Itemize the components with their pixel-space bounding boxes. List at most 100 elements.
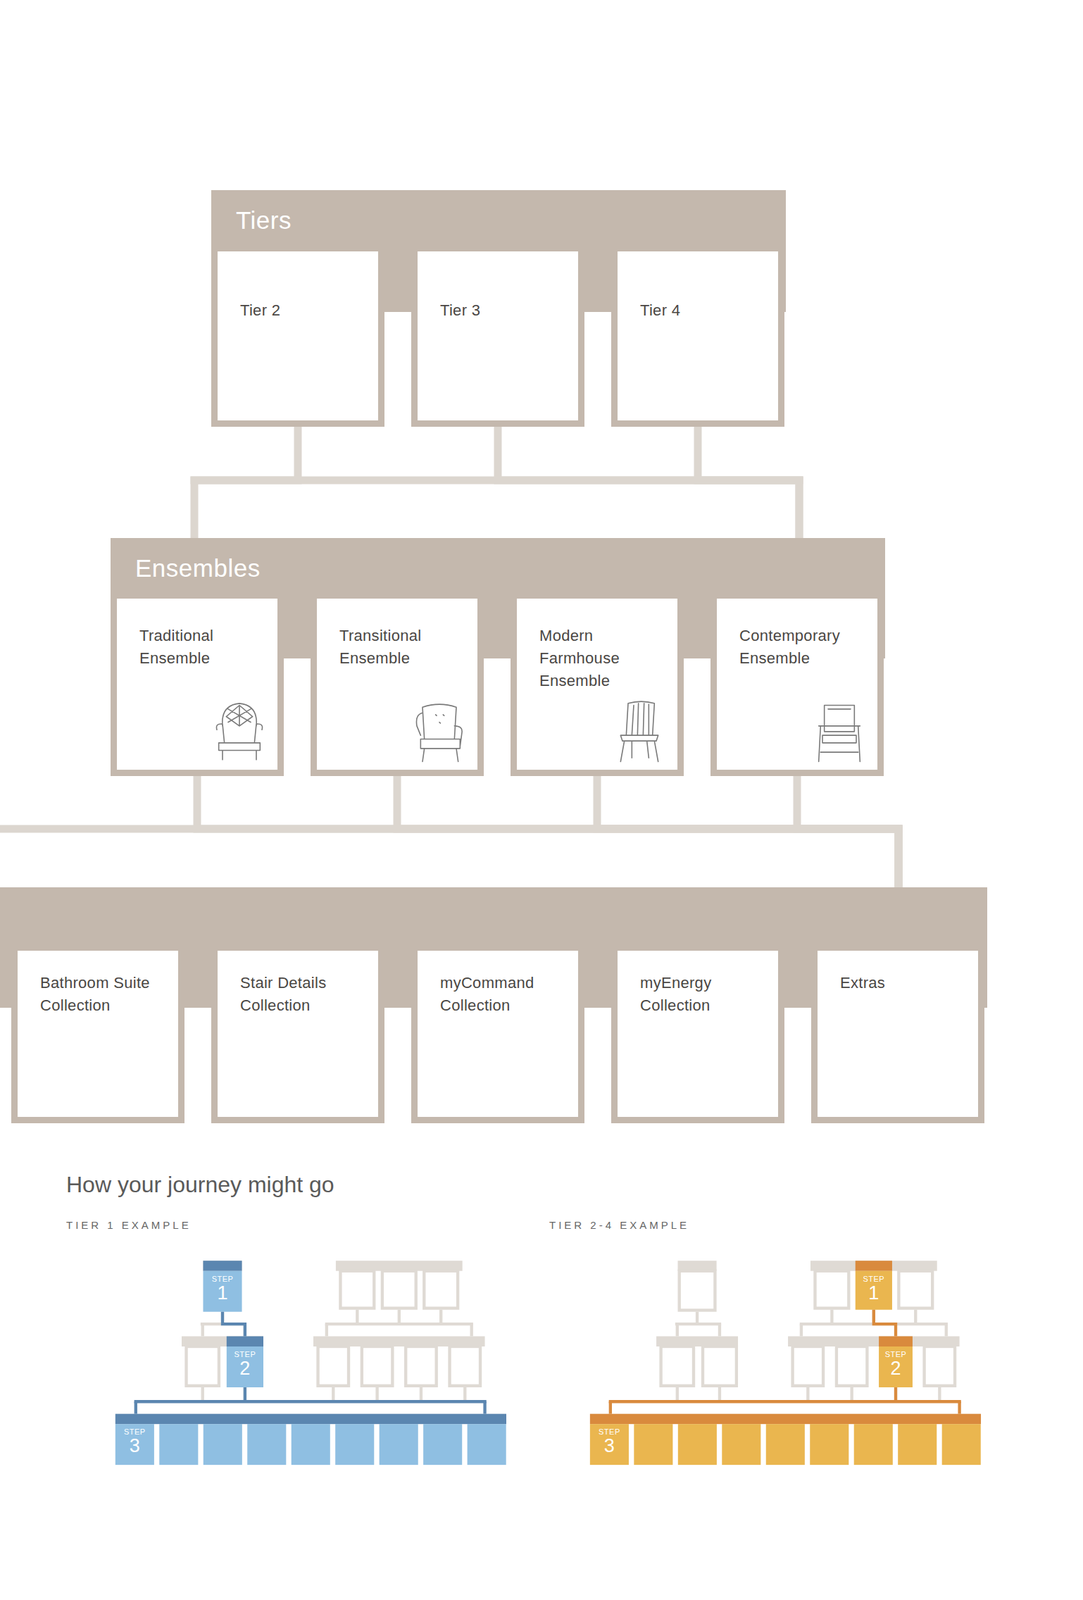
- chair-icon: [411, 697, 468, 765]
- section-heading: How your journey might go: [66, 1171, 335, 1198]
- mini-box: [678, 1423, 717, 1465]
- mini-connector: [894, 1387, 898, 1402]
- mini-box: [203, 1423, 243, 1465]
- step-number: 3: [115, 1435, 155, 1457]
- mini-connector: [439, 1309, 443, 1324]
- mini-box: [721, 1423, 761, 1465]
- ensemble-box: Transitional Ensemble: [310, 592, 484, 776]
- step-number: 1: [202, 1282, 242, 1305]
- connector: [497, 426, 800, 538]
- item-label: Tier 3: [440, 299, 563, 322]
- mini-connector: [355, 1309, 359, 1324]
- section-band: Traditional Ensemble Transitional Ensembl…: [110, 537, 886, 776]
- section-band: Bathroom Suite Collection Stair Details C…: [0, 887, 988, 1124]
- mini-box: [247, 1423, 286, 1465]
- mini-connector: [937, 1387, 941, 1402]
- connector: [797, 775, 899, 888]
- mini-box: [836, 1346, 867, 1386]
- mini-connector: [695, 1311, 699, 1324]
- item-box: Extras: [811, 944, 985, 1124]
- item-label: myCommand Collection: [440, 971, 563, 1017]
- mini-box: [423, 1271, 458, 1309]
- mini-box: [809, 1423, 849, 1465]
- mini-connector: [331, 1387, 335, 1402]
- mini-connector: [957, 1401, 961, 1414]
- ensemble-box: Traditional Ensemble: [110, 592, 284, 776]
- mini-box: [924, 1346, 955, 1386]
- item-box: myEnergy Collection: [611, 944, 785, 1124]
- ensemble-box: Contemporary Ensemble: [710, 592, 884, 776]
- mini-box: [186, 1346, 219, 1386]
- item-label: Bathroom Suite Collection: [40, 971, 163, 1017]
- mini-box: [942, 1423, 981, 1465]
- mini-box: [202, 1260, 242, 1271]
- item-label: Traditional Ensemble: [139, 624, 262, 670]
- mini-connector: [675, 1387, 679, 1402]
- item-label: Tier 2: [240, 299, 363, 322]
- item-box: Tier 3: [411, 245, 585, 427]
- chair-icon: [211, 697, 268, 765]
- connector: [397, 775, 899, 888]
- connector: [597, 775, 899, 888]
- item-label: Stair Details Collection: [240, 971, 363, 1017]
- step-number: 1: [855, 1282, 893, 1305]
- mini-connector: [806, 1387, 810, 1402]
- mini-box: [467, 1423, 507, 1465]
- mini-connector: [325, 1322, 474, 1326]
- mini-connector: [375, 1387, 379, 1402]
- mini-connector: [134, 1401, 138, 1414]
- mini-connector: [873, 1309, 896, 1337]
- item-label: Tier 4: [640, 299, 763, 322]
- example-title: TIER 2-4 EXAMPLE: [549, 1218, 690, 1231]
- mini-box: [340, 1271, 374, 1309]
- connector: [194, 426, 298, 538]
- chair-icon: [611, 697, 668, 765]
- item-label: Contemporary Ensemble: [739, 624, 862, 670]
- mini-connector: [830, 1309, 834, 1324]
- mini-box: [361, 1346, 393, 1386]
- mini-box: [878, 1335, 913, 1346]
- item-box: Stair Details Collection: [211, 944, 385, 1124]
- mini-box: [814, 1271, 849, 1309]
- mini-box: [855, 1260, 893, 1271]
- mini-box: [202, 1260, 242, 1271]
- mini-box: [792, 1346, 824, 1386]
- mini-connector: [470, 1323, 474, 1336]
- mini-box: [115, 1423, 155, 1465]
- mini-connector: [718, 1387, 722, 1402]
- mini-box: [449, 1346, 481, 1386]
- mini-connector: [483, 1401, 486, 1414]
- mini-connector: [201, 1387, 205, 1402]
- mini-box: [159, 1423, 198, 1465]
- item-label: myEnergy Collection: [640, 971, 763, 1017]
- mini-connector: [419, 1387, 423, 1402]
- mini-box: [202, 1271, 242, 1312]
- journey-examples: [115, 1260, 981, 1465]
- mini-box: [115, 1413, 507, 1424]
- mini-box: [878, 1346, 913, 1388]
- mini-box: [766, 1423, 805, 1465]
- mini-box: [226, 1335, 264, 1346]
- mini-box: [291, 1423, 331, 1465]
- mini-connector: [944, 1323, 948, 1336]
- example-title: TIER 1 EXAMPLE: [66, 1218, 192, 1231]
- mini-connector: [675, 1322, 722, 1326]
- step-number: 3: [590, 1435, 629, 1457]
- mini-box: [318, 1346, 349, 1386]
- mini-box: [702, 1346, 737, 1386]
- mini-connector: [243, 1387, 247, 1402]
- mini-connector: [463, 1387, 467, 1402]
- band-heading: Ensembles: [135, 553, 886, 584]
- mini-connector: [675, 1323, 679, 1336]
- mini-box: [661, 1346, 694, 1386]
- mini-box: [855, 1271, 893, 1310]
- mini-box: [423, 1423, 462, 1465]
- item-box: Bathroom Suite Collection: [11, 944, 185, 1124]
- chair-outline: [416, 704, 462, 762]
- item-label: Extras: [840, 971, 963, 995]
- mini-box: [590, 1413, 981, 1424]
- mini-connector: [243, 1387, 247, 1402]
- mini-connector: [134, 1399, 487, 1403]
- chair-icon: [811, 697, 868, 765]
